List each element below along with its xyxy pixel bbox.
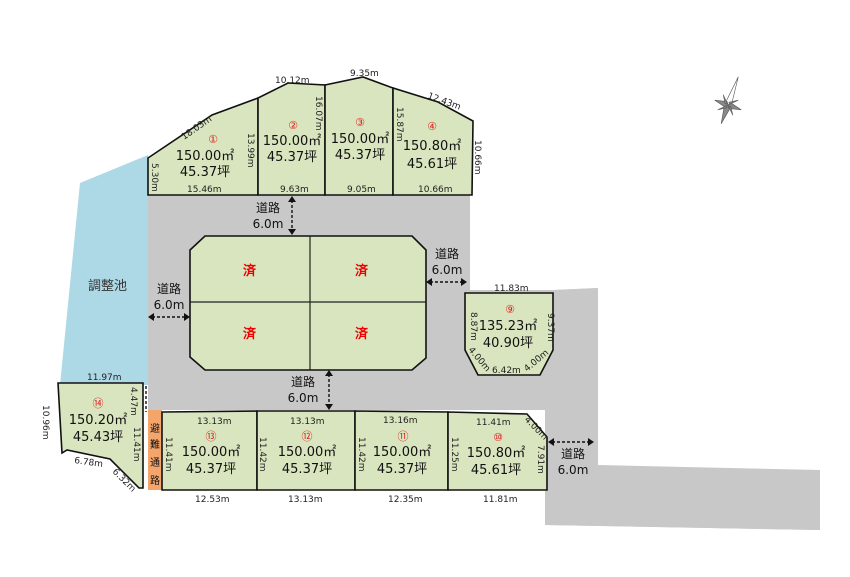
dim: 15.46m <box>187 185 222 195</box>
dimension-arrows <box>145 196 594 446</box>
lot-tsubo: 45.37坪 <box>186 462 236 477</box>
road-width: 6.0m <box>558 463 589 477</box>
dim: 13.13m <box>197 417 232 427</box>
lot-number: ④ <box>427 120 437 133</box>
dim: 9.05m <box>347 185 376 195</box>
lot-area: 150.20㎡ <box>69 413 128 428</box>
lot-number: ⑪ <box>398 430 409 443</box>
evac-char: 路 <box>150 474 160 487</box>
dim: 10.66m <box>418 185 453 195</box>
compass-icon <box>714 76 742 124</box>
road-label: 道路 <box>256 200 280 215</box>
lot-9 <box>464 292 554 376</box>
sold-block <box>189 235 427 371</box>
lot-number: ⑨ <box>505 303 515 316</box>
dim: 8.87m <box>468 312 478 341</box>
lot-tsubo: 45.37坪 <box>335 148 385 163</box>
road-label: 道路 <box>561 446 585 461</box>
dim: 11.83m <box>494 284 529 294</box>
dim: 12.35m <box>388 495 423 505</box>
dim: 12.53m <box>195 495 230 505</box>
lot-tsubo: 45.37坪 <box>267 150 317 165</box>
evac-char: 難 <box>150 438 160 451</box>
dim: 13.13m <box>288 495 323 505</box>
sold-mark: 済 <box>355 263 369 279</box>
lot-tsubo: 45.43坪 <box>73 430 123 445</box>
lot-number: ⑬ <box>206 430 217 443</box>
lot-10 <box>447 411 548 491</box>
dim: 15.87m <box>394 107 404 142</box>
lot-area: 150.00㎡ <box>182 445 241 460</box>
lot-tsubo: 45.61坪 <box>471 463 521 478</box>
lot-4 <box>392 86 474 196</box>
road-label: 道路 <box>157 281 181 296</box>
lot-14 <box>57 382 144 489</box>
sold-mark: 済 <box>243 326 257 342</box>
road-width: 6.0m <box>154 298 185 312</box>
dim: 11.41m <box>163 437 173 472</box>
sold-mark: 済 <box>243 263 257 279</box>
dim: 7.91m <box>535 445 545 474</box>
dim: 11.25m <box>449 437 459 472</box>
dim: 11.42m <box>356 437 366 472</box>
lot-tsubo: 40.90坪 <box>483 336 533 351</box>
dim: 9.35m <box>350 69 379 79</box>
road-area-right <box>545 288 820 530</box>
road-width: 6.0m <box>288 391 319 405</box>
lot-number: ③ <box>355 116 365 129</box>
lot-tsubo: 45.61坪 <box>407 157 457 172</box>
evac-char: 避 <box>150 422 160 435</box>
evacuation-path <box>148 410 162 490</box>
lot-number: ⑭ <box>93 397 104 410</box>
lot-tsubo: 45.37坪 <box>282 462 332 477</box>
pond <box>60 155 148 385</box>
dim: 9.37m <box>545 313 555 342</box>
dim: 10.96m <box>40 405 50 440</box>
road-label: 道路 <box>291 374 315 389</box>
lot-tsubo: 45.37坪 <box>180 165 230 180</box>
dim: 13.99m <box>245 133 255 168</box>
lot-3 <box>324 76 394 196</box>
lot-tsubo: 45.37坪 <box>377 462 427 477</box>
dim: 13.16m <box>383 416 418 426</box>
lot-number: ⑫ <box>302 430 313 443</box>
lot-area: 150.00㎡ <box>331 132 390 147</box>
lot-area: 150.00㎡ <box>278 445 337 460</box>
dim: 10.66m <box>472 140 482 175</box>
dim: 10.12m <box>275 76 310 86</box>
dim: 6.42m <box>492 366 521 376</box>
dim: 11.42m <box>257 437 267 472</box>
lot-area: 150.80㎡ <box>403 139 462 154</box>
road-label: 道路 <box>435 246 459 261</box>
pond-label: 調整池 <box>88 279 127 294</box>
lot-number: ① <box>208 133 218 146</box>
lot-number: ② <box>288 119 298 132</box>
road-width: 6.0m <box>432 263 463 277</box>
dim: 9.63m <box>280 185 309 195</box>
dim: 6.78m <box>74 456 104 470</box>
lot-area: 150.00㎡ <box>263 134 322 149</box>
sold-mark: 済 <box>355 326 369 342</box>
dim: 11.97m <box>87 373 122 383</box>
dim: 4.47m <box>128 387 138 416</box>
lot-area: 150.00㎡ <box>176 149 235 164</box>
evac-char: 通 <box>150 457 160 469</box>
lot-area: 135.23㎡ <box>479 319 538 334</box>
dim: 11.41m <box>476 418 511 428</box>
lot-2 <box>257 82 326 196</box>
dim: 5.30m <box>149 163 159 192</box>
lot-number: ⑩ <box>493 431 503 444</box>
lot-1 <box>147 96 259 196</box>
dim: 11.41m <box>131 427 141 462</box>
road-width: 6.0m <box>253 217 284 231</box>
lot-area: 150.80㎡ <box>467 446 526 461</box>
dim: 11.81m <box>483 495 518 505</box>
lot-area: 150.00㎡ <box>373 445 432 460</box>
dim: 13.13m <box>290 417 325 427</box>
dim: 16.07m <box>313 96 323 131</box>
